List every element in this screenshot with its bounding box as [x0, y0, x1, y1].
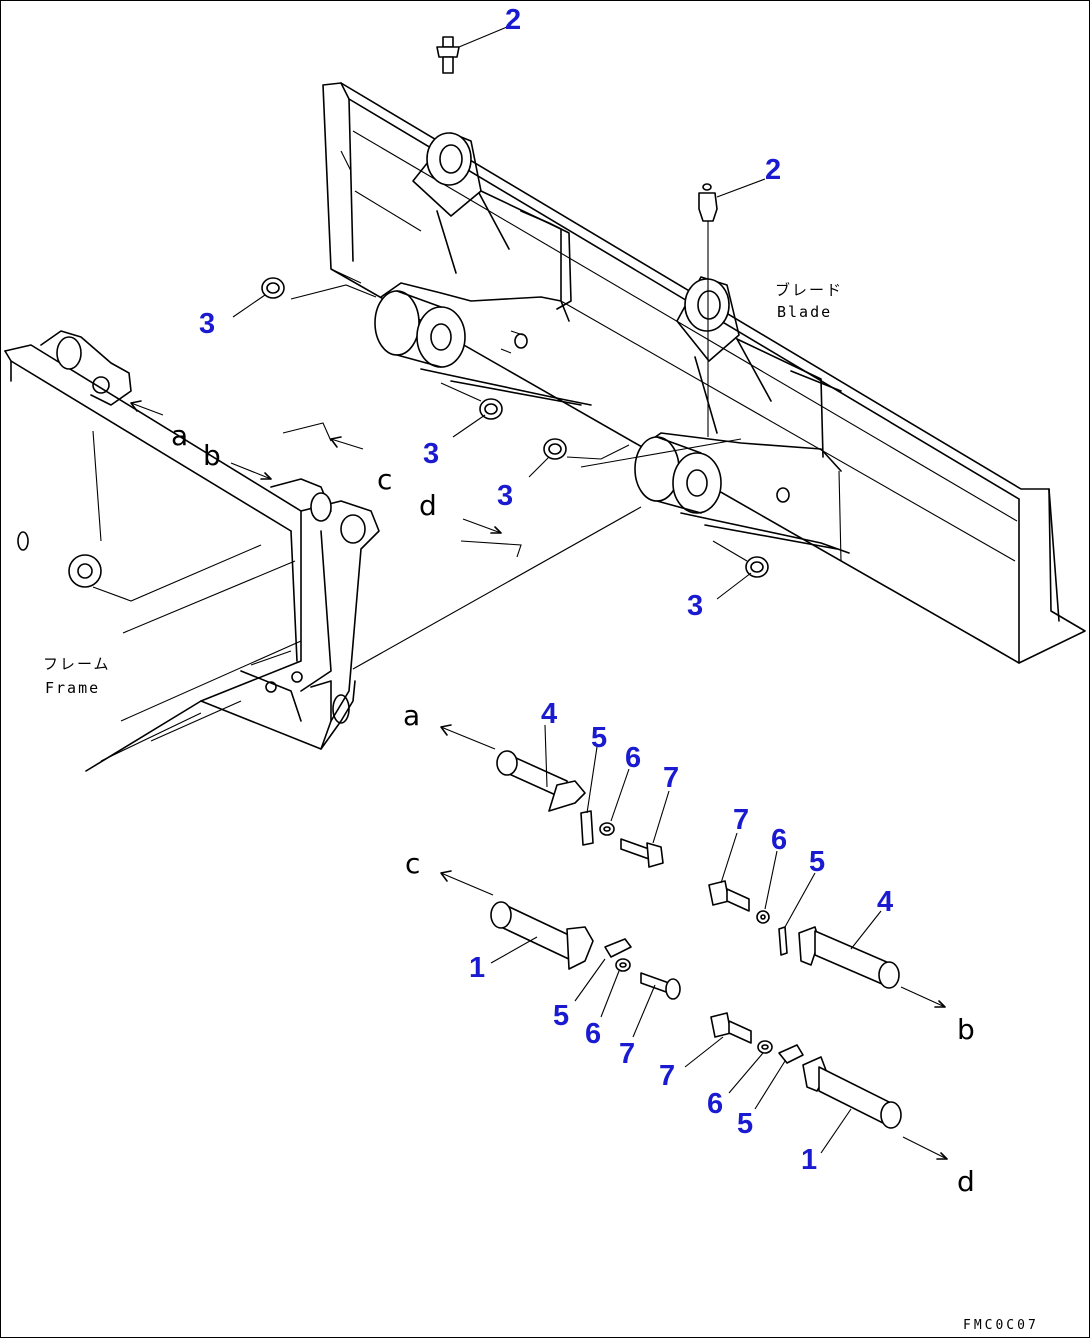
callout-3-middle: 3	[423, 438, 439, 470]
callout-3-right: 3	[687, 590, 703, 622]
seal-rings	[261, 277, 769, 578]
bolt-7-right-lower	[710, 1012, 752, 1044]
bolt-7-upper	[620, 838, 664, 868]
frame-label-jp: フレーム	[43, 655, 111, 673]
washer-6-right-upper	[756, 910, 770, 924]
blade-label-jp: ブレード	[775, 281, 843, 299]
blade	[322, 82, 1086, 664]
letter-c-pin: c	[405, 847, 420, 880]
plate-5-left	[604, 938, 632, 958]
bolt-7-right-upper	[708, 880, 750, 912]
letter-a-pin: a	[403, 699, 420, 732]
washer-6-upper	[599, 822, 615, 836]
washer-6-left	[615, 958, 631, 972]
callout-3-left: 3	[199, 308, 215, 340]
letter-b-frame: b	[203, 439, 221, 472]
letter-d-pin: d	[957, 1165, 975, 1198]
callout-6-upper: 6	[625, 742, 641, 774]
leader-lines	[232, 26, 882, 1154]
frame-label-en: Frame	[45, 679, 100, 697]
callout-1-left: 1	[469, 952, 485, 984]
grease-fitting-right	[698, 183, 718, 437]
reference-letters: a b c d a c b d	[171, 419, 975, 1198]
plate-5-upper	[580, 810, 594, 846]
callout-4-right: 4	[877, 886, 893, 918]
callout-7-right-lower: 7	[659, 1060, 675, 1092]
callout-2-top: 2	[505, 4, 521, 36]
callout-1-right: 1	[801, 1144, 817, 1176]
washer-6-right-lower	[757, 1040, 773, 1054]
callout-7-right-upper: 7	[733, 804, 749, 836]
callout-5-right-lower: 5	[737, 1108, 753, 1140]
callout-4-upper: 4	[541, 698, 557, 730]
plate-5-right-upper	[778, 926, 788, 956]
letter-d-frame: d	[419, 489, 437, 522]
pin-1-left	[490, 901, 594, 970]
pin-1-right	[802, 1056, 902, 1129]
drawing-code: FMC0C07	[963, 1318, 1039, 1333]
callout-5-left: 5	[553, 1000, 569, 1032]
plate-5-right-lower	[778, 1044, 804, 1064]
letter-c-frame: c	[377, 463, 392, 496]
guide-arrows	[120, 400, 948, 1160]
callout-7-upper: 7	[663, 762, 679, 794]
letter-a-frame: a	[171, 419, 188, 452]
bolt-7-left	[640, 972, 681, 1000]
pin-4-upper	[496, 750, 586, 812]
callout-2-right: 2	[765, 154, 781, 186]
grease-fitting-top	[436, 36, 460, 74]
blade-label-en: Blade	[777, 303, 832, 321]
callout-6-right-upper: 6	[771, 824, 787, 856]
callout-numbers: 2 2 3 3 3 3 4 5 6 7 7 6 5 4 1 5 6 7 7 6 …	[199, 4, 893, 1176]
frame	[4, 330, 380, 772]
callout-6-left: 6	[585, 1018, 601, 1050]
callout-5-upper: 5	[591, 722, 607, 754]
callout-3-center: 3	[497, 480, 513, 512]
pin-4-right	[798, 926, 900, 989]
callout-7-left: 7	[619, 1038, 635, 1070]
callout-5-right-upper: 5	[809, 846, 825, 878]
callout-6-right-lower: 6	[707, 1088, 723, 1120]
letter-b-pin: b	[957, 1013, 975, 1046]
